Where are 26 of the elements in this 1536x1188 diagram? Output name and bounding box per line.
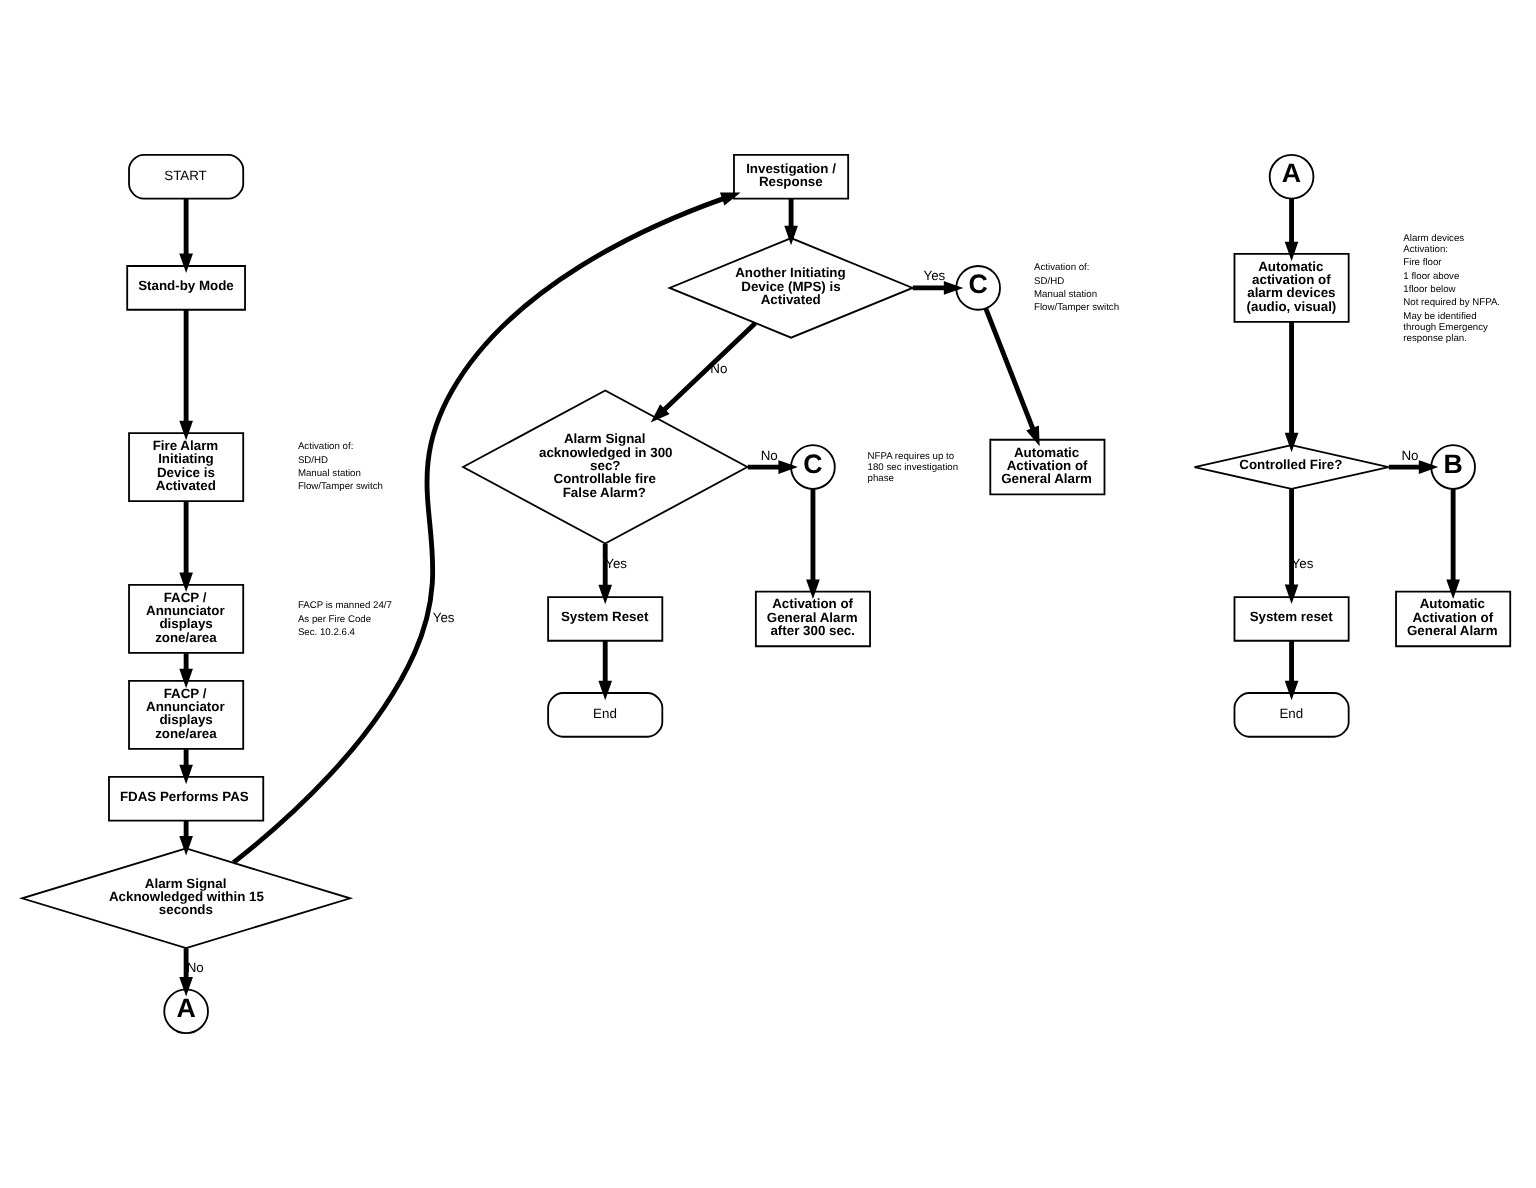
arrow [650, 321, 757, 423]
arrow [179, 310, 193, 441]
arrow [598, 640, 613, 701]
arrow [1284, 321, 1299, 453]
arrow [912, 281, 964, 295]
arrow [806, 489, 820, 599]
arrow [179, 198, 193, 274]
node-circle: B [1430, 444, 1476, 490]
arrow [983, 307, 1040, 447]
arrow [1284, 198, 1299, 262]
arrow [747, 460, 798, 474]
node-circle: C [955, 265, 1001, 311]
node-circle: A [1268, 153, 1315, 200]
arrow [784, 198, 798, 246]
node-circle: A [163, 988, 209, 1035]
arrow [598, 543, 613, 605]
arrow [1284, 640, 1299, 701]
arrow [179, 948, 193, 997]
node-circle: C [790, 444, 836, 490]
arrow [1388, 460, 1439, 474]
arrow [179, 501, 193, 592]
arrow [231, 192, 741, 865]
arrow [1446, 489, 1460, 599]
arrow [1284, 489, 1299, 604]
arrow [179, 749, 193, 785]
arrow [179, 653, 193, 689]
